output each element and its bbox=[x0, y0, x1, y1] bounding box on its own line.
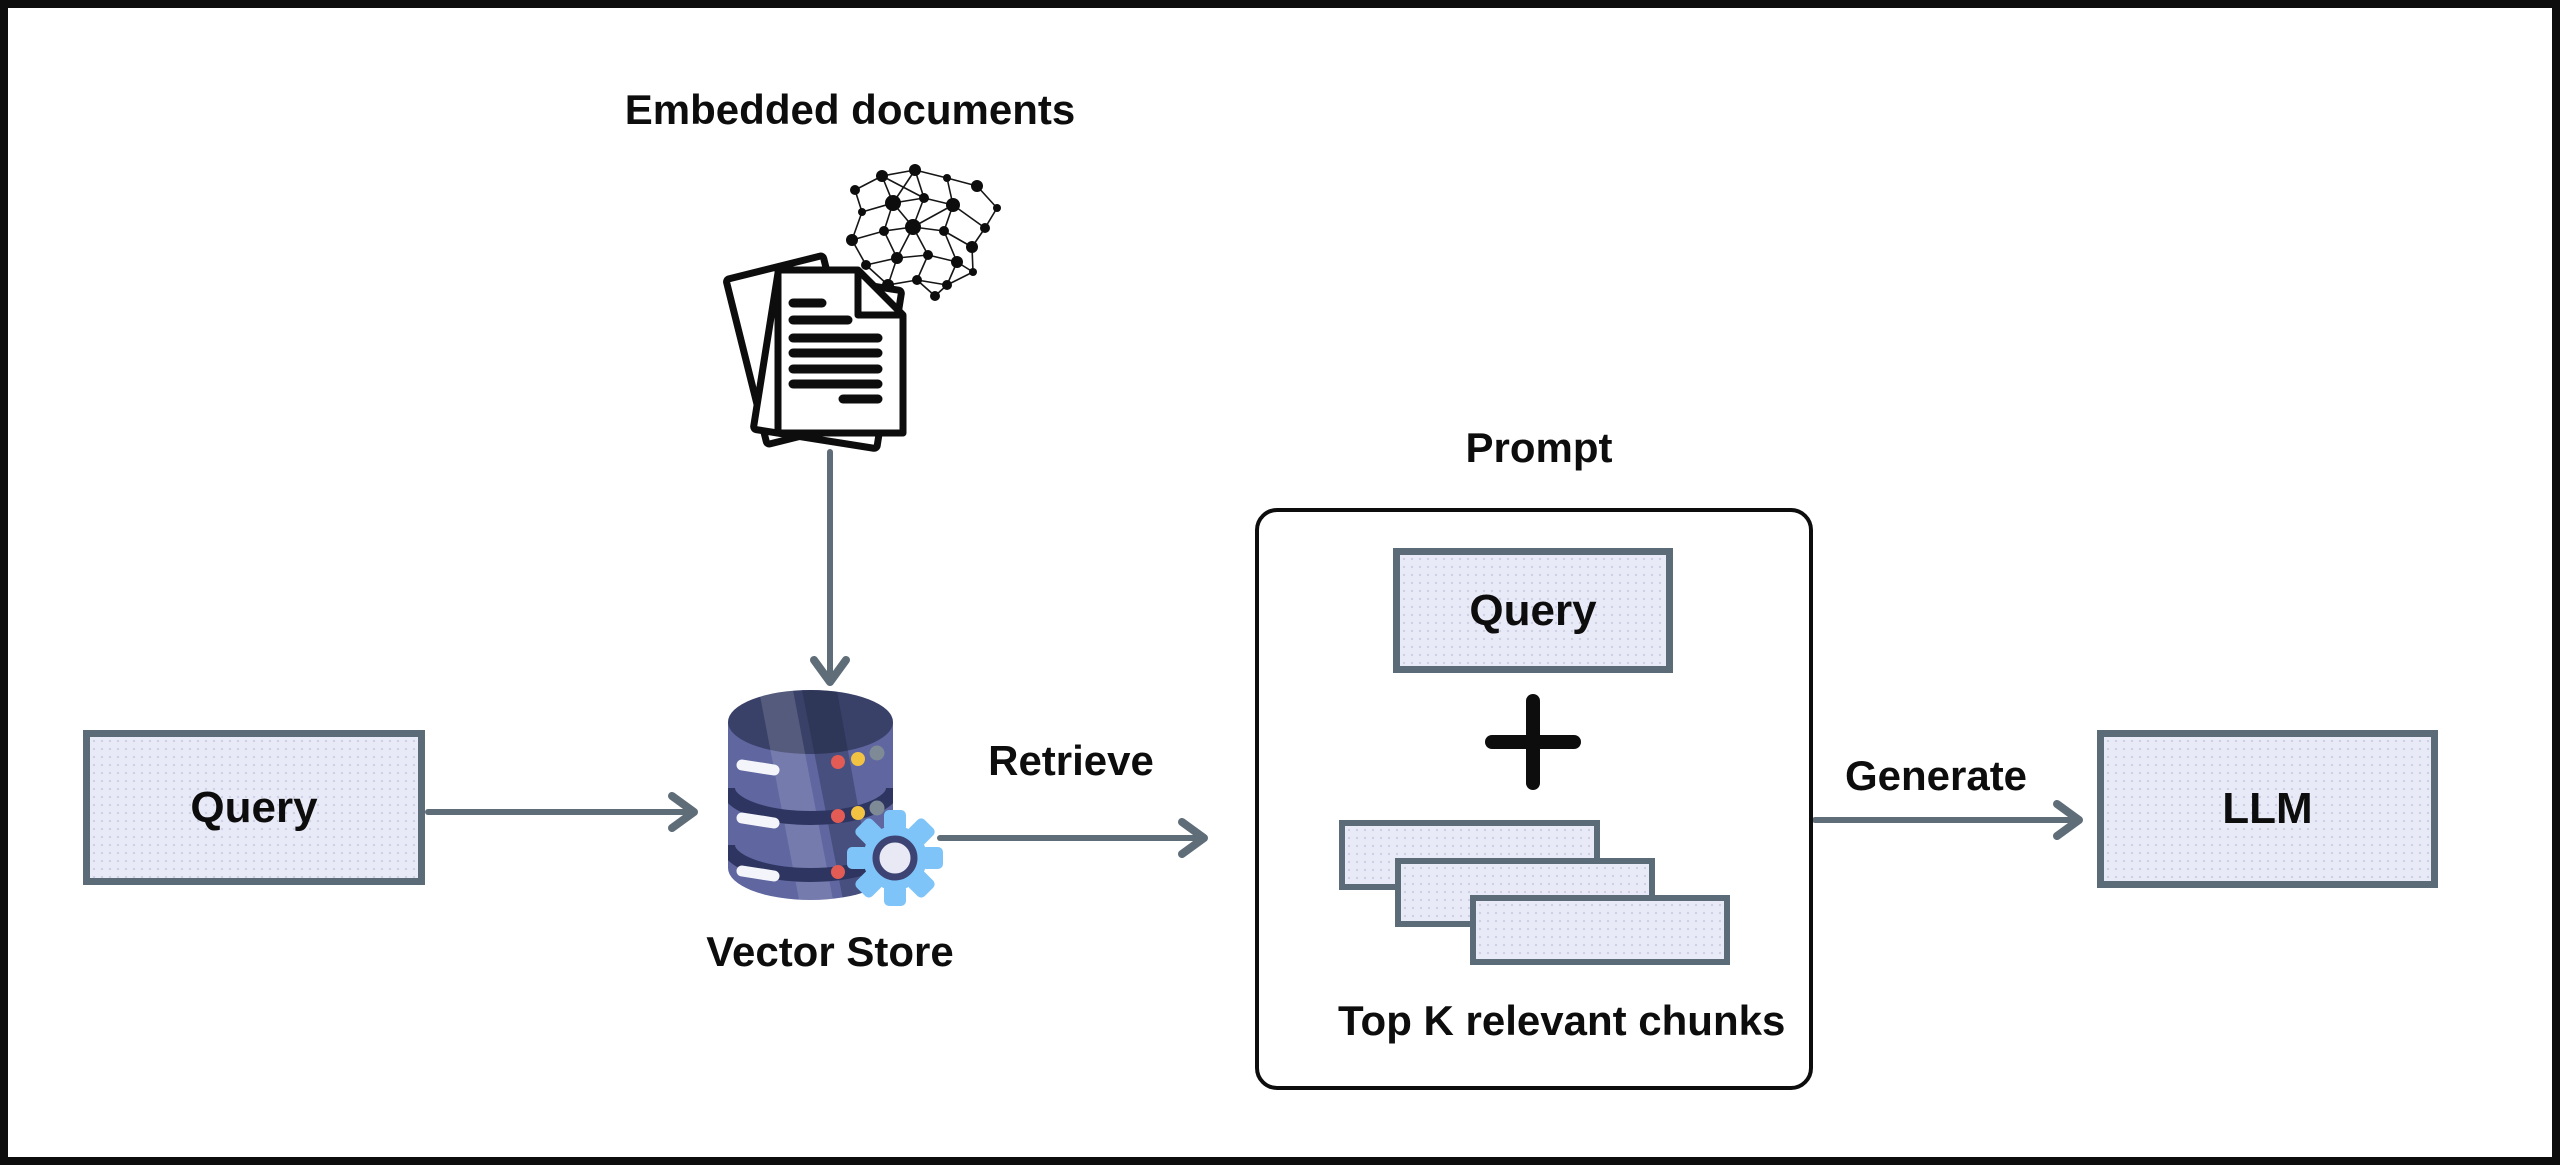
arrow-documents-to-vectorstore bbox=[810, 449, 850, 686]
plus-icon bbox=[1485, 694, 1581, 790]
gear-icon bbox=[847, 810, 943, 906]
arrow-retrieve bbox=[937, 818, 1208, 858]
llm-box: LLM bbox=[2097, 730, 2438, 888]
prompt-query-box: Query bbox=[1393, 548, 1673, 673]
prompt-label: Prompt bbox=[1465, 424, 1613, 471]
plus-icon-horizontal-bar bbox=[1485, 735, 1581, 749]
arrow-generate bbox=[1812, 800, 2083, 840]
vector-database-icon bbox=[728, 689, 943, 906]
query-box: Query bbox=[83, 730, 425, 885]
embedded-documents-label: Embedded documents bbox=[624, 86, 1076, 133]
retrieve-label: Retrieve bbox=[988, 737, 1154, 784]
vector-store-label: Vector Store bbox=[706, 928, 954, 975]
arrow-query-to-vectorstore bbox=[425, 792, 698, 832]
documents-stack-icon bbox=[723, 252, 907, 452]
query-box-label: Query bbox=[190, 782, 318, 832]
embedding-network-icon bbox=[846, 164, 1001, 301]
llm-box-label: LLM bbox=[2222, 784, 2313, 833]
prompt-query-box-label: Query bbox=[1469, 585, 1597, 635]
chunk-card bbox=[1470, 895, 1730, 965]
generate-label: Generate bbox=[1844, 752, 2028, 799]
top-k-chunks-label: Top K relevant chunks bbox=[1338, 997, 1786, 1044]
